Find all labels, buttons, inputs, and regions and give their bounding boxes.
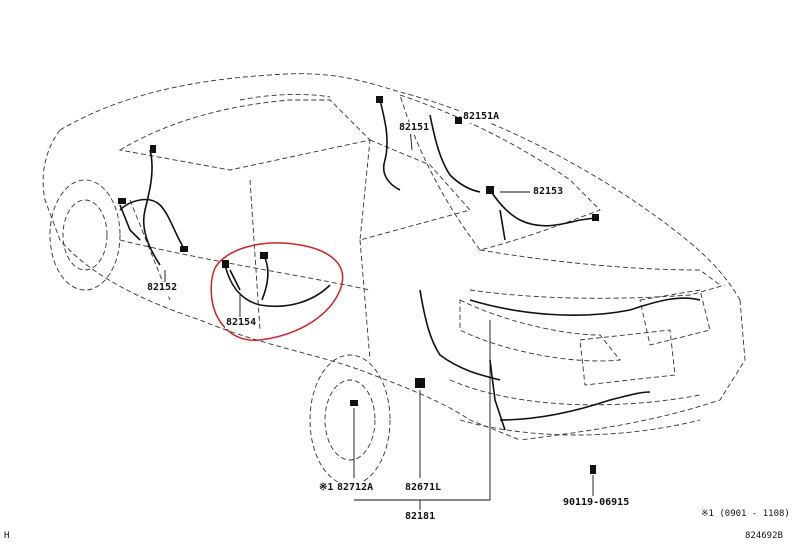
figure-id: 824692B bbox=[744, 530, 784, 542]
corner-mark: H bbox=[3, 530, 11, 542]
highlight-circle bbox=[210, 242, 344, 341]
part-label-82151A: 82151A bbox=[462, 111, 501, 123]
part-label-82181: 82181 bbox=[404, 511, 437, 523]
leader-lines bbox=[164, 116, 594, 510]
footnote: ※1 (0901 - 1108) bbox=[700, 508, 791, 520]
part-label-82152: 82152 bbox=[146, 282, 179, 294]
part-label-82671L: 82671L bbox=[404, 482, 443, 494]
part-label-82151: 82151 bbox=[398, 122, 431, 134]
note-mark: ※1 bbox=[318, 482, 335, 494]
car-body-outline bbox=[42, 73, 746, 441]
part-label-82712A: 82712A bbox=[336, 482, 375, 494]
connectors bbox=[118, 96, 599, 474]
part-label-90119-06915: 90119-06915 bbox=[562, 497, 631, 509]
part-label-82153: 82153 bbox=[532, 186, 565, 198]
wheels-outline bbox=[49, 179, 391, 486]
wire-harnesses bbox=[119, 99, 701, 431]
part-label-82154: 82154 bbox=[225, 317, 258, 329]
